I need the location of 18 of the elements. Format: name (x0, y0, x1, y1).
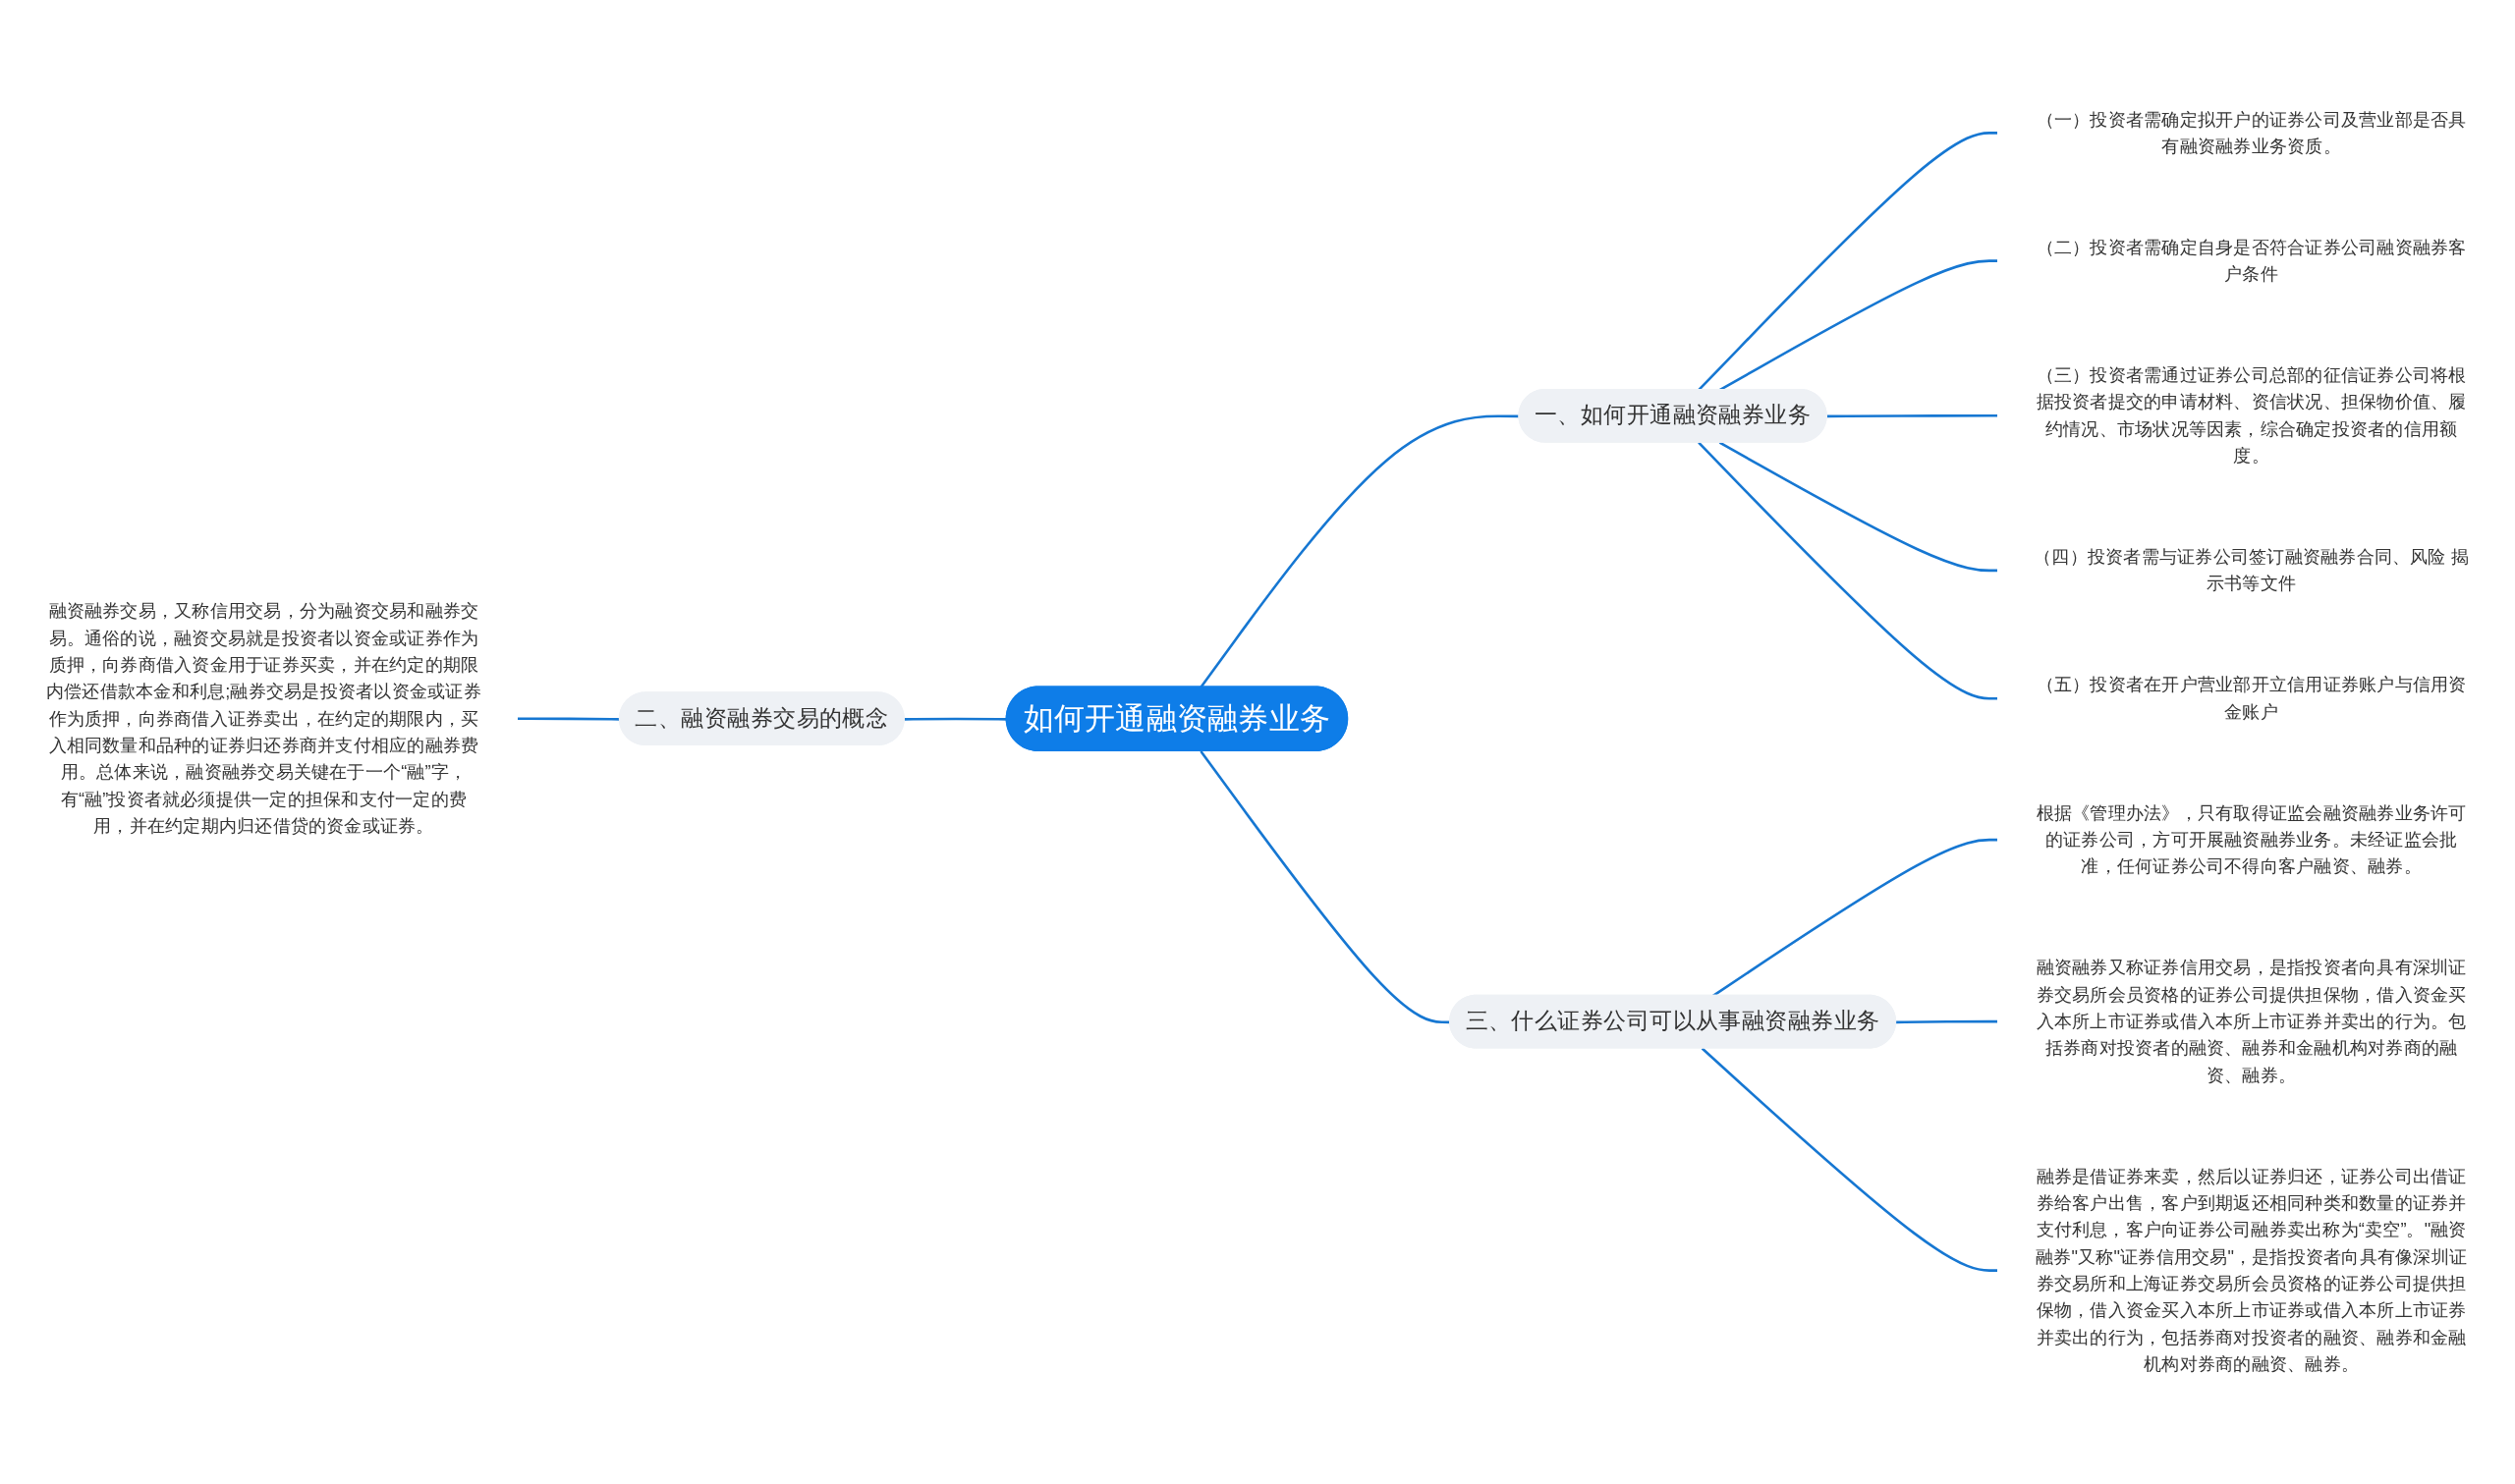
connector (1698, 441, 1998, 700)
node-text: （二）投资者需确定自身是否符合证券公司融资融券客户条件 (2036, 236, 2467, 285)
connector (1200, 414, 1520, 688)
node-text: （五）投资者在开户营业部开立信用证券账户与信用资金账户 (2036, 674, 2467, 722)
node-text: 根据《管理办法》，只有取得证监会融资融券业务许可的证券公司，方可开展融资融券业务。未经证监会批准，任何证券公司不得向客户融资、融券。 (2036, 801, 2467, 877)
node-text: （三）投资者需通过证券公司总部的征信证券公司将根据投资者提交的申请材料、资信状况、担保物价值、履约情况、市场状况等因素，综合确定投资者的信用额度。 (2036, 364, 2467, 467)
connector (904, 717, 1007, 721)
connector (1200, 750, 1451, 1024)
node-text: （一）投资者需确定拟开户的证券公司及营业部是否具有融资融券业务资质。 (2036, 108, 2467, 156)
node-text: 融资融券又称证券信用交易，是指投资者向具有深圳证券交易所会员资格的证券公司提供担保物，借入资金买入本所上市证券或借入本所上市证券并卖出的行为。包括券商对投资者的融资、融券和金融机构对券商的融资、融券。 (2036, 957, 2467, 1085)
node-text: 融资融券交易，又称信用交易，分为融资交易和融券交易。通俗的说，融资交易就是投资者以资金或证券作为质押，向券商借入资金用于证券买卖，并在约定的期限内偿还借款本金和利息;融券交易是投资者以资金或证券作为质押，向券商借入证券卖出，在约定的期限内，买入相同数量和品种的证券归还券商并支付相应的融券费用。总体来说，融资融券交易关键在于一个“融”字，有“融”投资者就必须提供一定的担保和支付一定的费用，并在约定期内归还借贷的资金或证券。 (45, 600, 481, 836)
connector (1701, 1047, 1998, 1272)
node-text: 融券是借证券来卖，然后以证券归还，证券公司出借证券给客户出售，客户到期返还相同种类和数量的证券并支付利息，客户向证券公司融券卖出称为“卖空”。"融资融券"又称"证券信用交易"，是指投资者向具有像深圳证券交易所和上海证券交易所会员资格的证券公司提供担保物，借入资金买入本所上市证券或借入本所上市证券并卖出的行为，包括券商对投资者的融资、融券和金融机构对券商的融资、融券。 (2036, 1165, 2468, 1375)
node-text: （四）投资者需与证券公司签订融资融券合同、风险 揭示书等文件 (2034, 546, 2470, 594)
connector (1718, 441, 1998, 573)
connector (1826, 413, 1998, 418)
connector (1896, 1019, 1998, 1024)
connector (517, 717, 621, 721)
